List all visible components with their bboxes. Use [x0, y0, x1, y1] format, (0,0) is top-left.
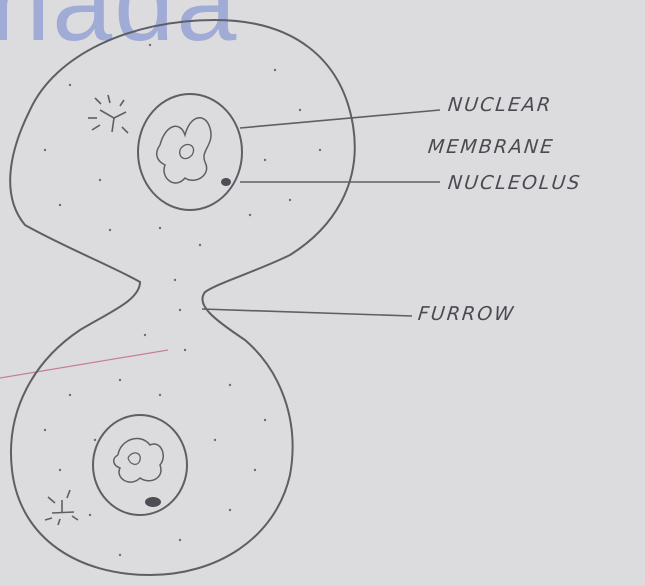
upper-nucleolus	[221, 178, 231, 186]
cell-outline	[10, 20, 355, 575]
upper-chromatin	[157, 118, 211, 183]
lower-centriole	[45, 490, 78, 525]
upper-chromatin-loop	[180, 145, 194, 159]
lower-chromatin-loop	[128, 453, 140, 464]
upper-centriole	[88, 95, 128, 133]
furrow-label: FURROW	[417, 303, 516, 325]
furrow-leader-line	[202, 309, 412, 316]
nuclear-membrane-leader-line	[240, 110, 440, 128]
nuclear-membrane-label-line1: NUCLEAR	[447, 94, 553, 116]
cytoplasm-speckles	[44, 44, 321, 556]
upper-nuclear-membrane	[138, 94, 242, 210]
lower-nucleolus	[145, 497, 161, 507]
lower-chromatin	[114, 438, 164, 482]
nuclear-membrane-label-line2: MEMBRANE	[427, 136, 556, 158]
red-pen-stroke	[0, 350, 168, 378]
lower-nuclear-membrane	[93, 415, 187, 515]
nucleolus-label: NUCLEOLUS	[447, 172, 583, 194]
